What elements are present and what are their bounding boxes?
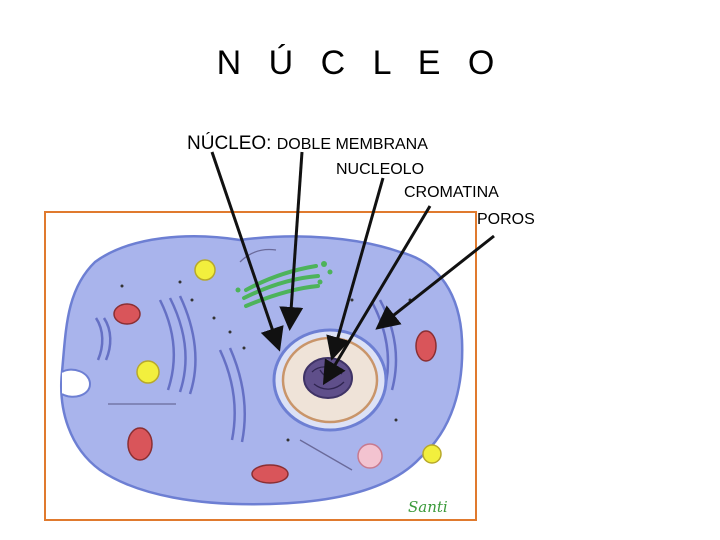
cell-image-frame xyxy=(44,211,477,521)
slide-title: N Ú C L E O xyxy=(216,44,504,82)
label-poros: POROS xyxy=(477,211,535,228)
signature: Santi xyxy=(408,498,448,516)
golgi-apparatus xyxy=(242,264,320,308)
cell-body xyxy=(60,235,464,506)
label-cromatina: CROMATINA xyxy=(404,184,499,201)
label-nucleolo: NUCLEOLO xyxy=(336,161,425,178)
label-doble-membrana: DOBLE MEMBRANA xyxy=(276,136,428,153)
vacuoles xyxy=(136,259,442,464)
mitochondria xyxy=(113,303,437,484)
pointer-arrows xyxy=(210,151,495,386)
label-nucleo: NÚCLEO: DOBLE MEMBRANA xyxy=(187,133,428,155)
label-nucleo-prefix: NÚCLEO: xyxy=(187,133,272,154)
